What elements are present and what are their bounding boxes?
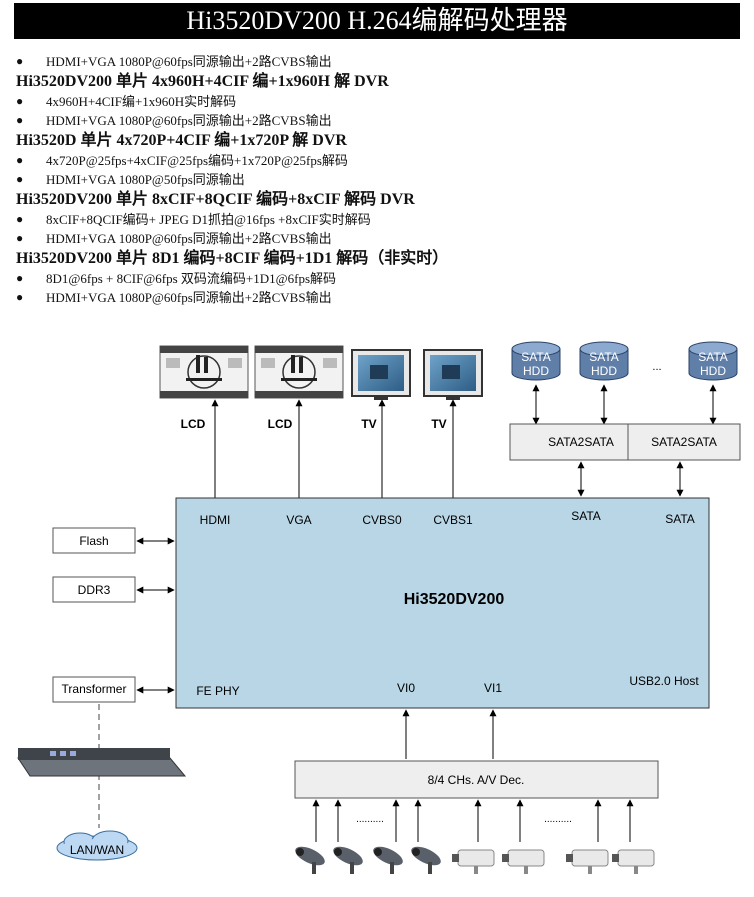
section-heading: Hi3520DV200 单片 4x960H+4CIF 编+1x960H 解 DV… [16, 73, 389, 90]
box-camera-icon [502, 849, 545, 874]
flash-box [52, 527, 136, 554]
section-2: Hi3520D 单片 4x720P+4CIF 编+1x720P 解 DVR ● 4… [16, 130, 736, 189]
bullet-dot: ● [16, 153, 24, 167]
section-1: Hi3520DV200 单片 4x960H+4CIF 编+1x960H 解 DV… [16, 71, 736, 130]
analog-camera-icon [295, 846, 325, 874]
sata-hdd-1: SATA HDD [511, 341, 561, 381]
section-3: Hi3520DV200 单片 8xCIF+8QCIF 编码+8xCIF 解码 D… [16, 189, 736, 248]
hi3520dv200-chip [175, 497, 710, 709]
analog-camera-icon [411, 846, 441, 874]
bullet-dot: ● [16, 212, 24, 226]
display-label-tv-2: TV [431, 417, 446, 431]
hdd-label-2: HDD [700, 364, 726, 378]
bullet-dot: ● [16, 172, 24, 186]
intro-bullet: ● HDMI+VGA 1080P@60fps同源输出+2路CVBS输出 [16, 52, 736, 71]
bullet-text: HDMI+VGA 1080P@50fps同源输出 [46, 172, 245, 187]
bullet-dot: ● [16, 113, 24, 127]
hdd-label-2: HDD [523, 364, 549, 378]
bullet-text: 4x720P@25fps+4xCIF@25fps编码+1x720P@25fps解… [46, 153, 348, 168]
bullet-text: HDMI+VGA 1080P@60fps同源输出+2路CVBS输出 [46, 54, 332, 69]
section-heading: Hi3520D 单片 4x720P+4CIF 编+1x720P 解 DVR [16, 132, 347, 149]
sata-hdd-3: SATA HDD [688, 341, 738, 381]
bullet-dot: ● [16, 94, 24, 108]
hdd-label-1: SATA [589, 350, 619, 364]
box-camera-icon [566, 849, 609, 874]
av-decoder-label: 8/4 CHs. A/V Dec. [428, 773, 525, 787]
port-fe-phy: FE PHY [196, 684, 239, 698]
port-vi1: VI1 [484, 681, 502, 695]
bullet-dot: ● [16, 54, 24, 68]
network-switch-icon [17, 748, 187, 777]
sata2sata-bridge-2 [627, 423, 741, 461]
sata-hdd-2: SATA HDD [579, 341, 629, 381]
camera-ellipsis-2: .......... [544, 814, 572, 825]
bullet-dot: ● [16, 290, 24, 304]
section-heading: Hi3520DV200 单片 8xCIF+8QCIF 编码+8xCIF 解码 D… [16, 191, 415, 208]
bullet-text: HDMI+VGA 1080P@60fps同源输出+2路CVBS输出 [46, 113, 332, 128]
tv-monitor-1 [351, 349, 411, 400]
bridge-label-2: SATA2SATA [651, 435, 717, 449]
flash-label: Flash [79, 534, 108, 548]
spec-text: ● HDMI+VGA 1080P@60fps同源输出+2路CVBS输出 Hi35… [16, 52, 736, 307]
transformer-box [52, 676, 136, 703]
hdd-ellipsis: ... [652, 361, 661, 373]
bullet-text: HDMI+VGA 1080P@60fps同源输出+2路CVBS输出 [46, 290, 332, 305]
transformer-label: Transformer [62, 682, 127, 696]
port-cvbs0: CVBS0 [362, 513, 402, 527]
av-decoder-box [294, 760, 659, 799]
section-bullet: ● HDMI+VGA 1080P@60fps同源输出+2路CVBS输出 [16, 288, 736, 307]
bullet-dot: ● [16, 271, 24, 285]
hdd-label-2: HDD [591, 364, 617, 378]
analog-camera-icon [373, 846, 403, 874]
port-cvbs1: CVBS1 [433, 513, 473, 527]
chip-name: Hi3520DV200 [404, 591, 505, 608]
lcd-display-1 [159, 345, 249, 399]
section-bullet: ● HDMI+VGA 1080P@60fps同源输出+2路CVBS输出 [16, 111, 736, 130]
page-title: Hi3520DV200 H.264编解码处理器 [14, 3, 740, 39]
section-heading: Hi3520DV200 单片 8D1 编码+8CIF 编码+1D1 解码（非实时… [16, 250, 449, 267]
port-usb-host: USB2.0 Host [629, 674, 699, 688]
block-diagram: LCD LCD TV TV SATA HDD SATA HDD ... SATA… [17, 341, 741, 874]
lcd-display-2 [254, 345, 344, 399]
hdd-label-1: SATA [698, 350, 728, 364]
display-label-lcd-2: LCD [268, 417, 293, 431]
section-bullet: ● HDMI+VGA 1080P@50fps同源输出 [16, 170, 736, 189]
box-camera-icon [452, 849, 495, 874]
analog-camera-icon [333, 846, 363, 874]
box-camera-icon [612, 849, 655, 874]
hdd-label-1: SATA [521, 350, 551, 364]
port-sata-a: SATA [571, 509, 601, 523]
port-sata-b: SATA [665, 512, 695, 526]
section-bullet: ● 8D1@6fps + 8CIF@6fps 双码流编码+1D1@6fps解码 [16, 269, 736, 288]
camera-ellipsis-1: .......... [356, 814, 384, 825]
bullet-text: 4x960H+4CIF编+1x960H实时解码 [46, 94, 237, 109]
section-bullet: ● HDMI+VGA 1080P@60fps同源输出+2路CVBS输出 [16, 229, 736, 248]
section-bullet: ● 4x960H+4CIF编+1x960H实时解码 [16, 92, 736, 111]
section-4: Hi3520DV200 单片 8D1 编码+8CIF 编码+1D1 解码（非实时… [16, 248, 736, 307]
ddr3-label: DDR3 [78, 583, 111, 597]
bullet-text: HDMI+VGA 1080P@60fps同源输出+2路CVBS输出 [46, 231, 332, 246]
lan-wan-label: LAN/WAN [70, 843, 124, 857]
tv-monitor-2 [423, 349, 483, 400]
display-label-lcd-1: LCD [181, 417, 206, 431]
section-bullet: ● 4x720P@25fps+4xCIF@25fps编码+1x720P@25fps… [16, 151, 736, 170]
display-label-tv-1: TV [361, 417, 376, 431]
bullet-text: 8xCIF+8QCIF编码+ JPEG D1抓拍@16fps +8xCIF实时解… [46, 212, 371, 227]
bullet-text: 8D1@6fps + 8CIF@6fps 双码流编码+1D1@6fps解码 [46, 271, 336, 286]
section-bullet: ● 8xCIF+8QCIF编码+ JPEG D1抓拍@16fps +8xCIF实时… [16, 210, 736, 229]
port-hdmi: HDMI [200, 513, 231, 527]
bridge-label-1: SATA2SATA [548, 435, 614, 449]
bullet-dot: ● [16, 231, 24, 245]
port-vi0: VI0 [397, 681, 415, 695]
port-vga: VGA [286, 513, 311, 527]
ddr3-box [52, 576, 136, 603]
lan-wan-cloud-icon: LAN/WAN [56, 830, 138, 861]
